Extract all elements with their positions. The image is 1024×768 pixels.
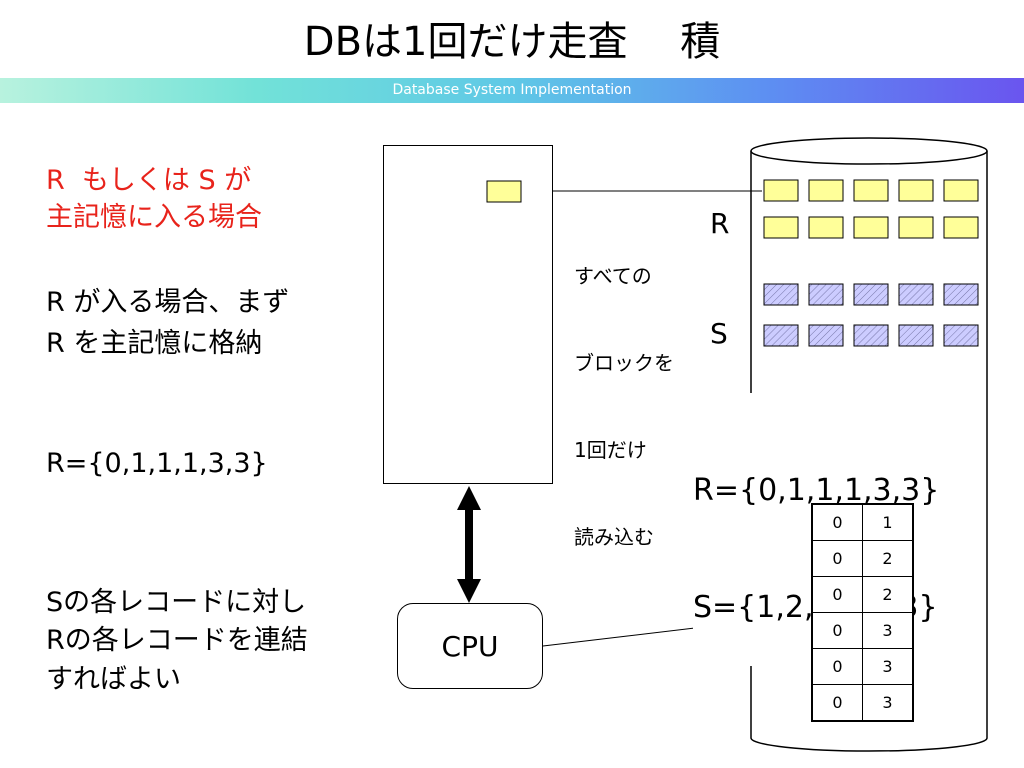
s-block bbox=[943, 283, 979, 306]
join-line-2: Rの各レコードを連結 bbox=[46, 625, 308, 656]
s-value-cell: 3 bbox=[862, 648, 914, 685]
s-block bbox=[898, 283, 934, 306]
cpu-label: CPU bbox=[441, 629, 499, 663]
s-block bbox=[853, 324, 889, 347]
r-block bbox=[763, 179, 799, 202]
slide-title: DBは1回だけ走査 積 bbox=[303, 19, 721, 65]
r-block bbox=[808, 216, 844, 239]
s-value-cell: 2 bbox=[862, 576, 914, 613]
s-relation-blocks bbox=[763, 283, 979, 347]
r-value-cell: 0 bbox=[811, 540, 863, 577]
scan-note-line-4: 読み込む bbox=[574, 525, 654, 549]
step-line-1: R が入る場合、まず bbox=[46, 287, 290, 318]
r-value-cell: 0 bbox=[811, 576, 863, 613]
r-block bbox=[853, 216, 889, 239]
join-line-1: Sの各レコードに対し bbox=[46, 587, 307, 618]
diagram-r-set: R={0,1,1,1,3,3} bbox=[693, 473, 940, 508]
label-r: R bbox=[710, 207, 730, 240]
s-value-cell: 1 bbox=[862, 503, 914, 541]
condition-line-2: 主記憶に入る場合 bbox=[46, 202, 262, 233]
s-block bbox=[808, 283, 844, 306]
header-band: Database System Implementation bbox=[0, 78, 1024, 103]
cpu-memory-arrow bbox=[457, 486, 481, 603]
r-block bbox=[898, 216, 934, 239]
scan-note-line-1: すべての bbox=[574, 264, 652, 288]
s-block bbox=[943, 324, 979, 347]
s-value-cell: 2 bbox=[862, 540, 914, 577]
r-block bbox=[943, 179, 979, 202]
condition-line-1: R もしくは S が bbox=[46, 165, 252, 196]
r-block bbox=[763, 216, 799, 239]
r-value-cell: 0 bbox=[811, 612, 863, 649]
left-r-set: R={0,1,1,1,3,3} bbox=[46, 448, 268, 479]
s-value-cell: 3 bbox=[862, 612, 914, 649]
s-block bbox=[763, 324, 799, 347]
course-subtitle: Database System Implementation bbox=[392, 82, 632, 98]
r-block bbox=[853, 179, 889, 202]
join-line-3: すればよい bbox=[46, 664, 181, 695]
r-value-cell: 0 bbox=[811, 684, 863, 722]
r-relation-blocks bbox=[763, 179, 979, 239]
scan-note-line-3: 1回だけ bbox=[574, 438, 647, 462]
s-block bbox=[853, 283, 889, 306]
r-block bbox=[943, 216, 979, 239]
r-value-cell: 0 bbox=[811, 648, 863, 685]
s-block bbox=[898, 324, 934, 347]
main-memory-box bbox=[383, 145, 553, 484]
scan-note: すべての ブロックを 1回だけ 読み込む bbox=[574, 204, 674, 581]
r-value-cell: 0 bbox=[811, 503, 863, 541]
scan-note-line-2: ブロックを bbox=[574, 351, 674, 375]
label-s: S bbox=[710, 317, 728, 350]
cpu-box: CPU bbox=[397, 603, 543, 689]
step-line-2: R を主記憶に格納 bbox=[46, 328, 263, 359]
s-block bbox=[763, 283, 799, 306]
s-block bbox=[808, 324, 844, 347]
r-block bbox=[808, 179, 844, 202]
s-value-cell: 3 bbox=[862, 684, 914, 722]
r-block bbox=[898, 179, 934, 202]
